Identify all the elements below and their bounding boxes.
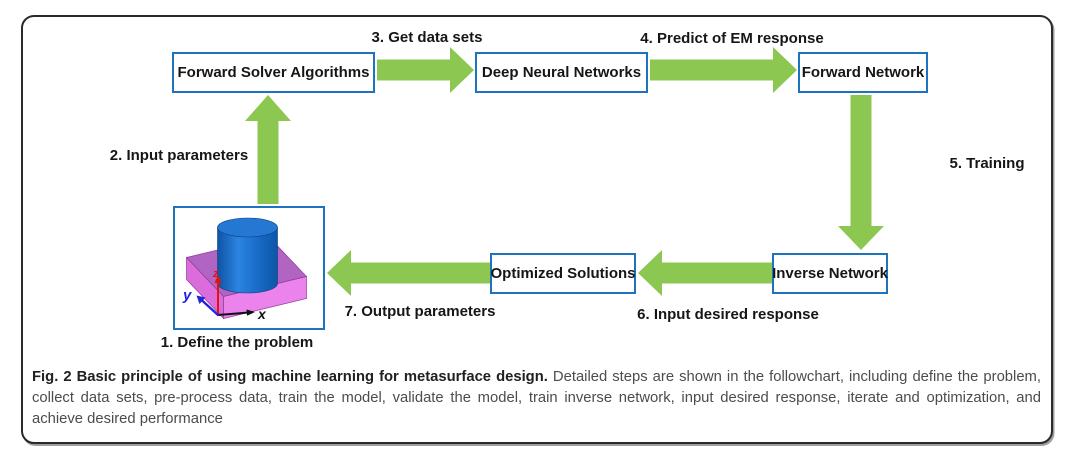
box-inverse-network-label: Inverse Network: [772, 265, 888, 282]
label-step-7-output-parameters: 7. Output parameters: [344, 303, 496, 320]
axis-z-label: z: [212, 268, 219, 280]
axis-y-label: y: [182, 287, 192, 304]
unit-cell-illustration: z x y: [182, 217, 308, 322]
label-step-2-input-parameters: 2. Input parameters: [109, 147, 249, 164]
figure-caption: Fig. 2 Basic principle of using machine …: [32, 367, 1041, 430]
cylinder-resonator: [217, 217, 278, 294]
box-forward-solver-label: Forward Solver Algorithms: [177, 64, 370, 81]
box-forward-solver-algorithms: Forward Solver Algorithms: [172, 52, 375, 93]
label-step-1-define-problem: 1. Define the problem: [160, 334, 314, 351]
label-step-4-predict-em-response: 4. Predict of EM response: [640, 30, 824, 47]
box-optimized-solutions-label: Optimized Solutions: [490, 265, 636, 282]
box-inverse-network: Inverse Network: [772, 253, 888, 294]
caption-body: Detailed steps are shown in the followch…: [32, 369, 1041, 427]
label-step-6-input-desired-response: 6. Input desired response: [637, 306, 819, 323]
coordinate-axes: z x y: [182, 268, 267, 322]
label-step-3-get-data-sets: 3. Get data sets: [371, 29, 483, 46]
axis-y-arrowhead-icon: [196, 295, 206, 304]
box-deep-neural-networks: Deep Neural Networks: [475, 52, 648, 93]
axis-x-arrow: [217, 311, 250, 316]
axis-y-arrow: [199, 298, 220, 317]
axis-z-arrowhead-icon: [214, 275, 222, 283]
label-step-5-training: 5. Training: [949, 155, 1025, 172]
axis-x-arrowhead-icon: [246, 309, 255, 316]
axis-x-label: x: [257, 306, 267, 322]
caption-title-bold: Fig. 2 Basic principle of using machine …: [32, 369, 548, 385]
box-deep-neural-label: Deep Neural Networks: [481, 64, 642, 81]
box-forward-network: Forward Network: [798, 52, 928, 93]
box-forward-network-label: Forward Network: [801, 64, 925, 81]
unit-cell-image-box: z x y: [173, 206, 325, 330]
box-optimized-solutions: Optimized Solutions: [490, 253, 636, 294]
